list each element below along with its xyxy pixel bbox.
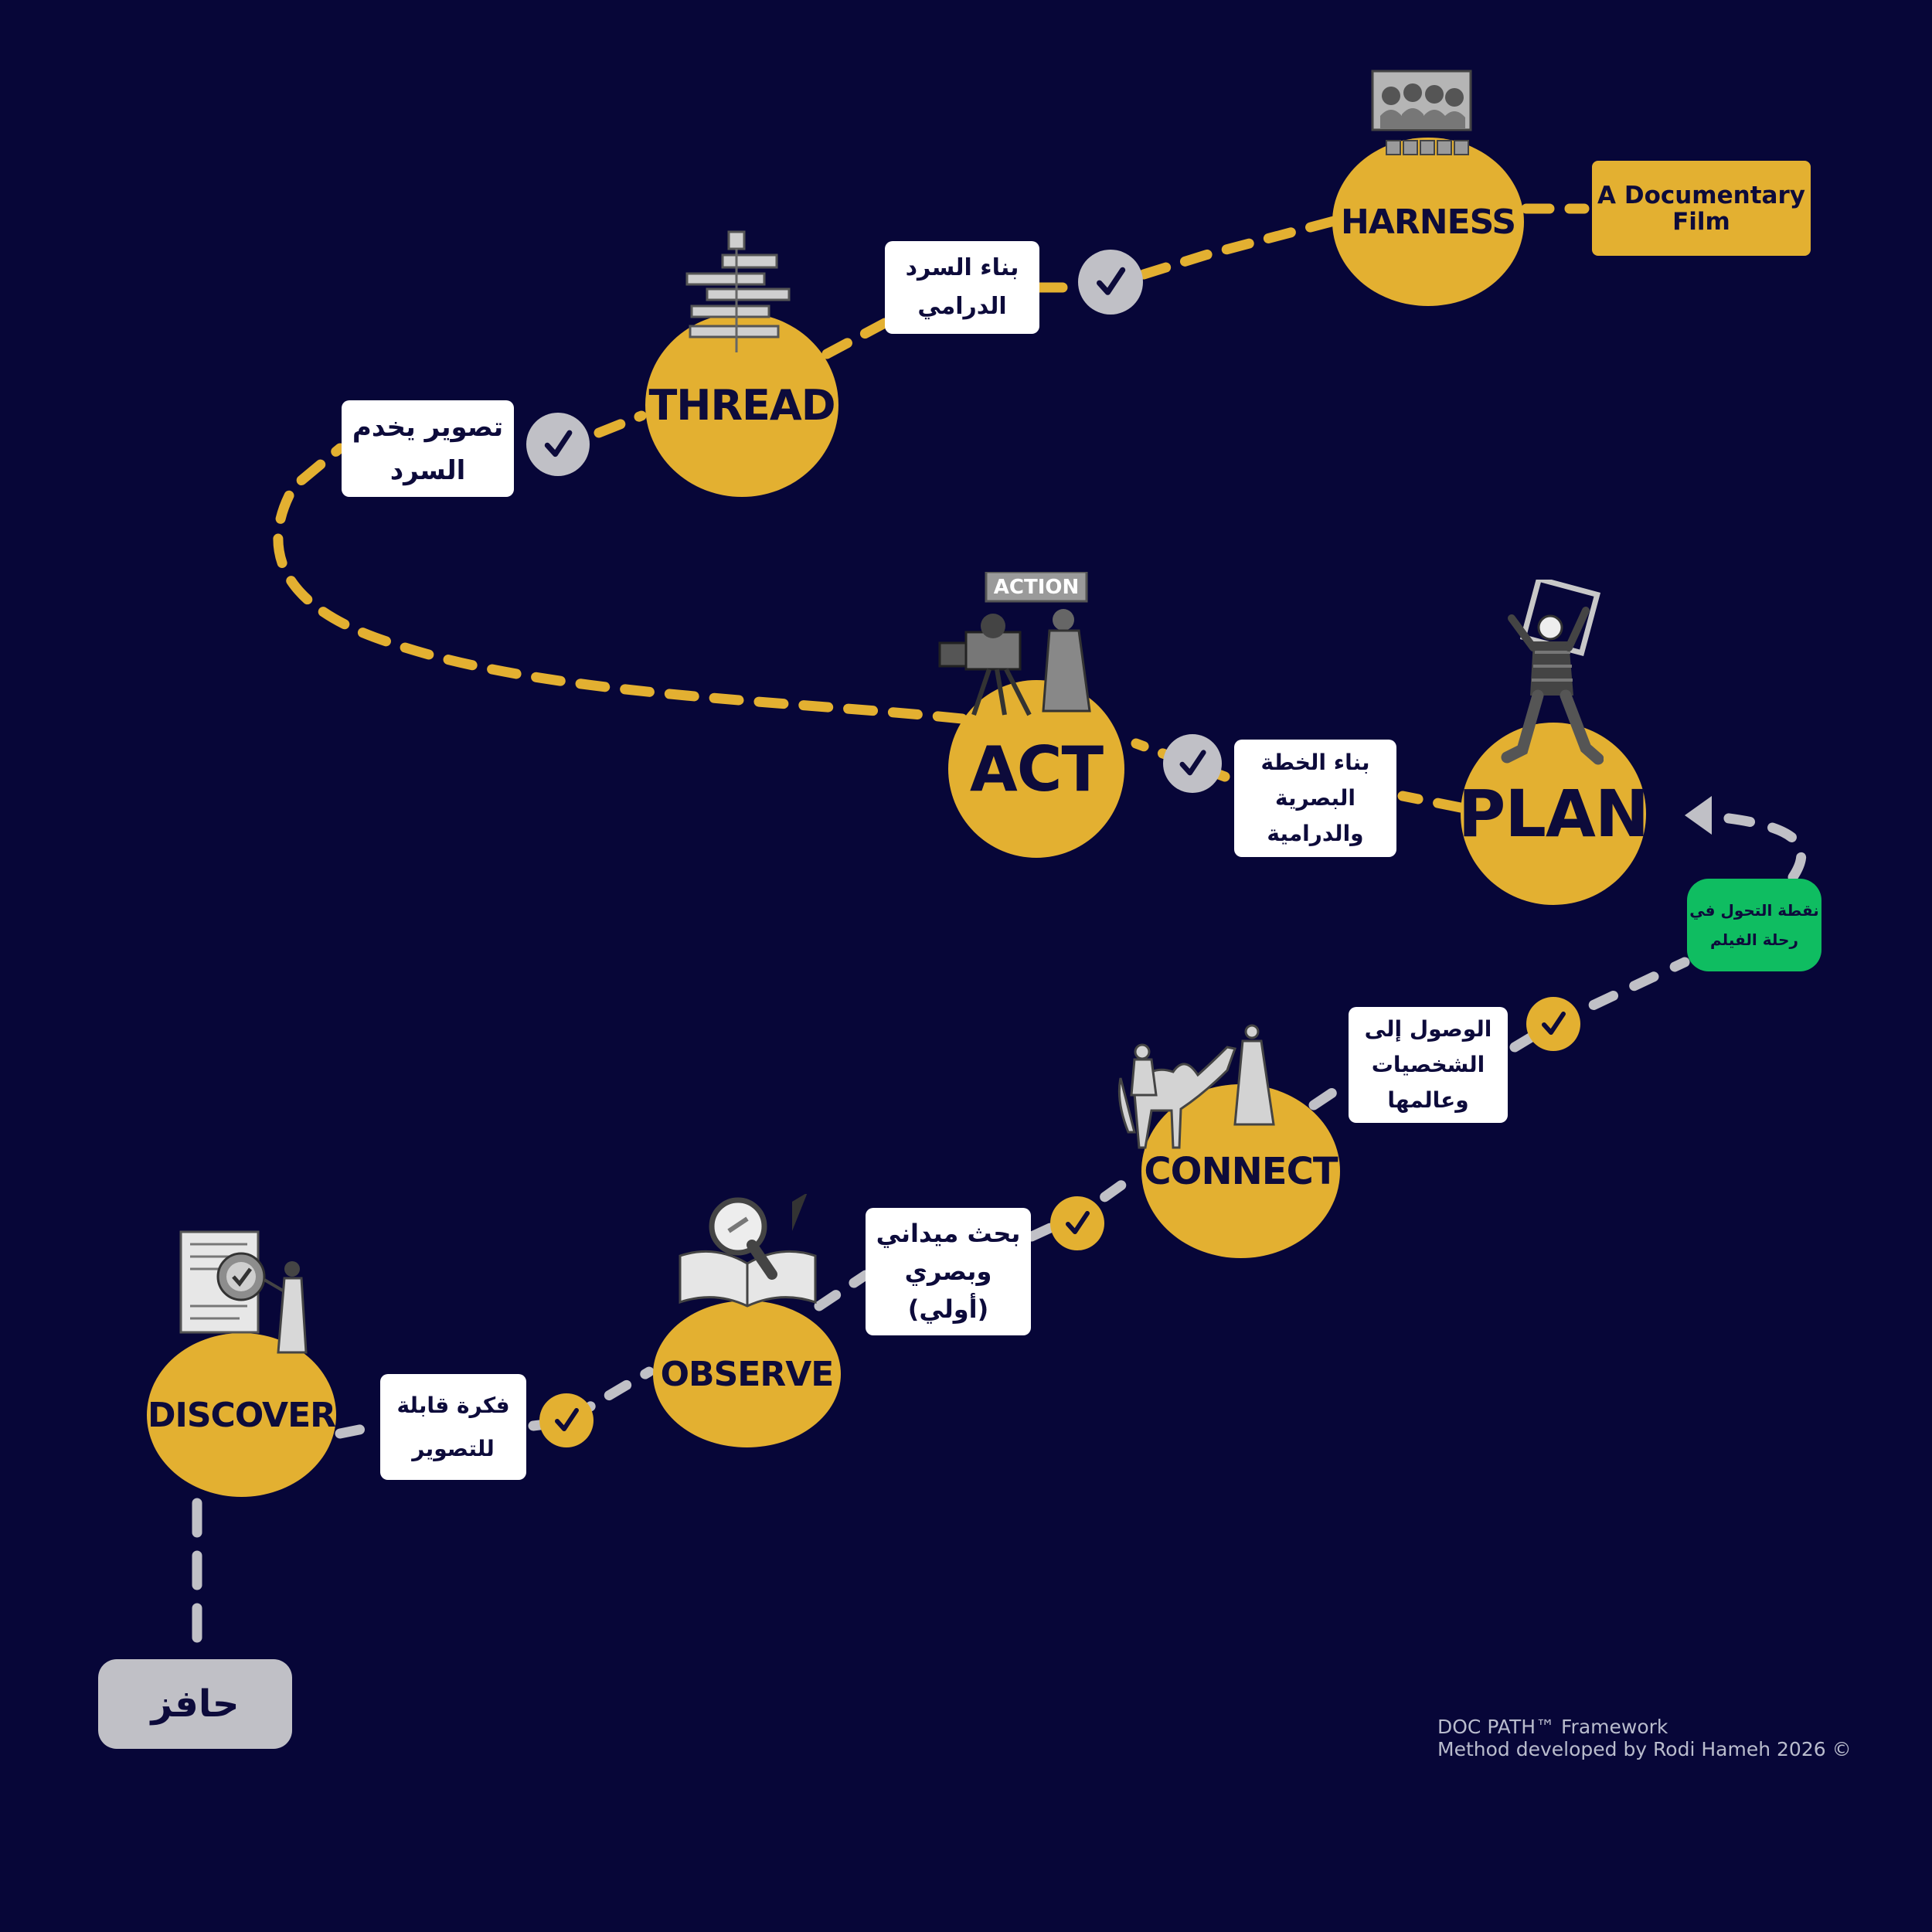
note-access-characters: الوصول إلى الشخصيات وعالمها [1349, 1007, 1508, 1123]
turning-point-label: نقطة التحول في رحلة الفيلم [1689, 901, 1819, 949]
camel-caravan-icon [1117, 1024, 1275, 1149]
path-act-thread [273, 443, 968, 724]
stage-discover[interactable]: DISCOVER [147, 1333, 336, 1497]
path-thread-dramatic [594, 318, 890, 438]
turning-arrowhead [1685, 796, 1712, 835]
turning-point-box: نقطة التحول في رحلة الفيلم [1687, 879, 1821, 971]
check-act-icon [526, 413, 590, 476]
check-plan-icon [1163, 734, 1222, 793]
mime-frame-icon [1501, 580, 1604, 765]
note-narrative-shooting: تصوير يخدم السرد [342, 400, 514, 497]
note-access-characters-text: الوصول إلى الشخصيات وعالمها [1364, 1016, 1492, 1113]
note-visual-plan: بناء الخطة البصرية والدرامية [1234, 740, 1396, 857]
path-dramatic-harness [1034, 215, 1342, 293]
check-discover-icon [539, 1393, 594, 1447]
stage-plan-label: PLAN [1458, 776, 1649, 852]
stage-harness-label: HARNESS [1340, 202, 1516, 242]
note-dramatic-structure: بناء السرد الدرامي [885, 241, 1039, 334]
check-connect-icon [1526, 997, 1580, 1051]
note-field-research: بحث ميداني وبصري (أولي) [866, 1208, 1031, 1335]
stage-connect-label: CONNECT [1144, 1149, 1338, 1193]
start-label: حافز [151, 1682, 240, 1726]
document-seal-icon [179, 1230, 308, 1354]
stage-connect[interactable]: CONNECT [1141, 1084, 1340, 1258]
note-dramatic-structure-text: بناء السرد الدرامي [905, 254, 1019, 320]
start-box: حافز [98, 1659, 292, 1749]
film-camera-operator-icon: ACTION [938, 572, 1091, 716]
check-thread-icon [1078, 250, 1143, 315]
result-box: A Documentary Film [1592, 161, 1811, 256]
book-magnifier-icon [679, 1194, 817, 1308]
stage-act[interactable]: ACT [948, 680, 1124, 858]
footer: DOC PATH™ Framework Method developed by … [1437, 1716, 1852, 1760]
audience-screening-icon [1371, 70, 1472, 155]
result-label: A Documentary Film [1597, 181, 1805, 236]
note-filmable-idea-text: فكرة قابلة للتصوير [396, 1392, 510, 1461]
film-reel-stack-icon [685, 230, 791, 352]
note-narrative-shooting-text: تصوير يخدم السرد [352, 411, 504, 486]
footer-line-1: DOC PATH™ Framework [1437, 1716, 1668, 1738]
note-filmable-idea: فكرة قابلة للتصوير [380, 1374, 526, 1480]
path-turning-plan [1695, 810, 1807, 883]
stage-act-label: ACT [969, 733, 1104, 805]
stage-thread[interactable]: THREAD [645, 313, 838, 497]
stage-harness[interactable]: HARNESS [1332, 138, 1524, 306]
note-visual-plan-text: بناء الخطة البصرية والدرامية [1260, 750, 1370, 846]
stage-discover-label: DISCOVER [147, 1395, 336, 1435]
stage-observe-label: OBSERVE [660, 1354, 835, 1394]
stage-observe[interactable]: OBSERVE [653, 1301, 841, 1447]
stage-thread-label: THREAD [648, 380, 835, 430]
footer-line-2: Method developed by Rodi Hameh 2026 © [1437, 1738, 1852, 1760]
stage-plan[interactable]: PLAN [1458, 723, 1649, 905]
action-sign-text: ACTION [994, 576, 1079, 599]
check-observe-icon [1050, 1196, 1104, 1250]
note-field-research-text: بحث ميداني وبصري (أولي) [876, 1219, 1021, 1324]
